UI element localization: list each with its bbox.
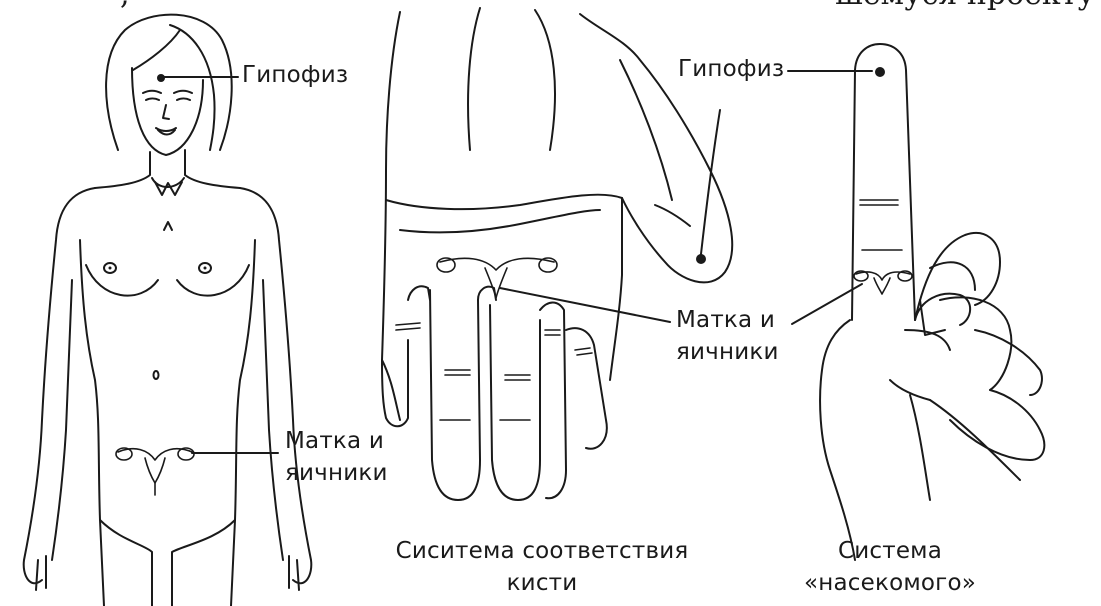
body-pituitary-label: Гипофиз — [242, 60, 348, 92]
insect-caption: Система «насекомого» — [790, 536, 990, 599]
hand-uterus-label-line2: яичники — [676, 337, 779, 369]
hand-uterus-label-line1: Матка и — [676, 305, 779, 337]
hand-caption-line1: Сиситема соответствия — [362, 536, 722, 568]
uterus-ovaries-icon — [437, 258, 557, 298]
pituitary-dot-finger — [875, 67, 885, 77]
insect-caption-line1: Система — [790, 536, 990, 568]
insect-caption-line2: «насекомого» — [790, 568, 990, 600]
body-uterus-label-line1: Матка и — [285, 426, 388, 458]
body-uterus-label-line2: яичники — [285, 458, 388, 490]
insect-hand-figure — [788, 44, 1044, 560]
uterus-ovaries-icon — [116, 448, 194, 495]
hand-caption-line2: кисти — [362, 568, 722, 600]
female-body-figure — [24, 15, 312, 606]
hand-uterus-label: Матка и яичники — [676, 305, 779, 368]
hand-pituitary-label: Гипофиз — [678, 54, 784, 86]
body-uterus-label: Матка и яичники — [285, 426, 388, 489]
uterus-ovaries-icon — [854, 271, 912, 294]
pituitary-dot-thumb — [696, 254, 706, 264]
hand-caption: Сиситема соответствия кисти — [362, 536, 722, 599]
